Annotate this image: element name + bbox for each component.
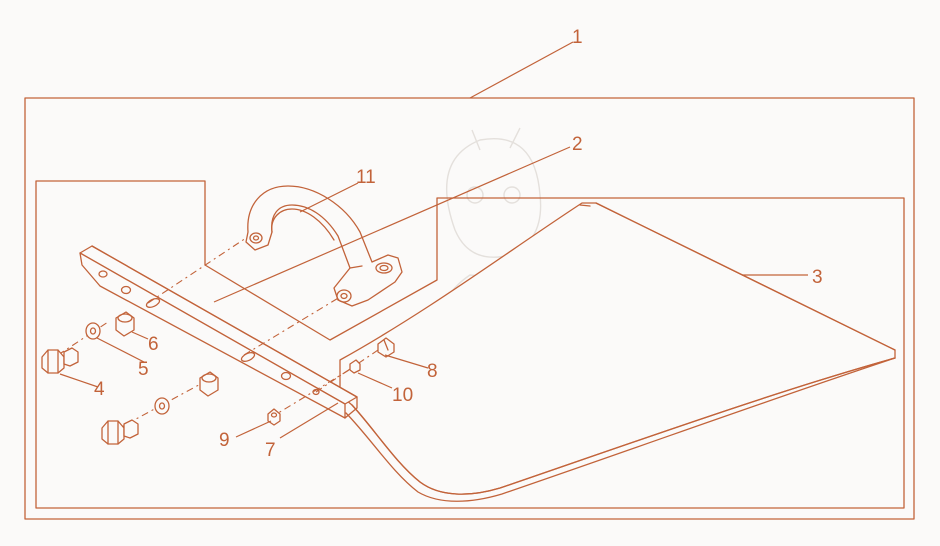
bolt-lower — [101, 419, 139, 445]
bolt-upper — [41, 347, 79, 374]
callout-9: 9 — [219, 430, 230, 451]
callout-4: 4 — [94, 379, 105, 400]
handle — [245, 185, 403, 307]
inner-assembly-frame — [35, 180, 905, 509]
spacer-lower — [199, 371, 219, 397]
callout-2: 2 — [572, 134, 583, 155]
pin — [349, 359, 361, 374]
washer-lower — [154, 397, 170, 415]
spacer-upper — [115, 311, 135, 337]
screw — [377, 337, 395, 358]
callout-3: 3 — [812, 267, 823, 288]
callout-11: 11 — [356, 167, 376, 188]
callout-6: 6 — [148, 334, 159, 355]
callout-5: 5 — [138, 359, 149, 380]
clamp-bar — [79, 245, 358, 419]
callout-1: 1 — [572, 27, 583, 48]
callout-8: 8 — [427, 361, 438, 382]
blade-plate — [339, 202, 896, 495]
outer-kit-frame — [24, 97, 915, 520]
nut — [267, 408, 281, 426]
callout-10: 10 — [392, 385, 413, 406]
washer-upper — [85, 322, 101, 340]
callout-7: 7 — [265, 440, 276, 461]
leader-lines — [59, 41, 808, 439]
